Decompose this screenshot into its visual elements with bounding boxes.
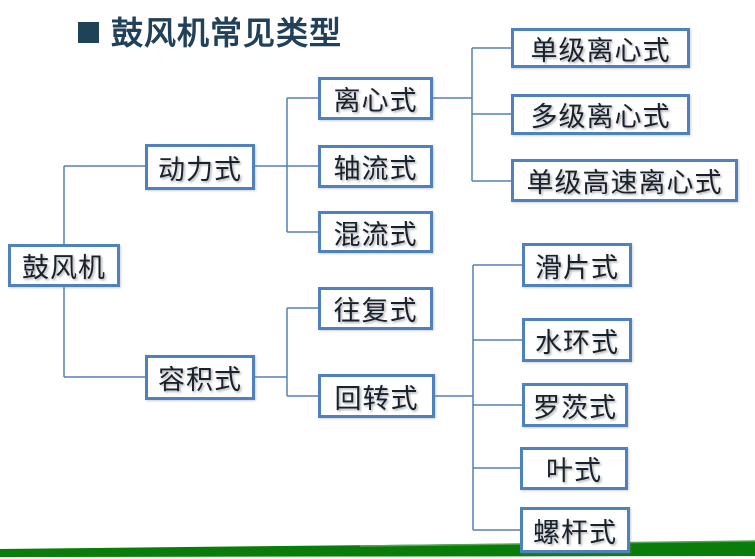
node-vane: 叶式 (520, 447, 628, 490)
node-mixed-flow: 混流式 (318, 211, 433, 253)
node-screw: 螺杆式 (520, 507, 630, 553)
node-water-ring: 水环式 (522, 318, 632, 362)
node-multi-stage-centrifugal: 多级离心式 (511, 94, 690, 135)
node-sliding-vane: 滑片式 (522, 243, 632, 287)
node-single-stage-high-speed-centrifugal: 单级高速离心式 (511, 159, 738, 202)
node-axial-flow: 轴流式 (318, 145, 433, 188)
node-roots: 罗茨式 (522, 383, 628, 427)
node-rotary: 回转式 (318, 374, 435, 418)
node-dynamic: 动力式 (145, 144, 255, 190)
slide-title: 鼓风机常见类型 (78, 8, 342, 54)
node-centrifugal: 离心式 (318, 77, 433, 120)
node-blower: 鼓风机 (8, 244, 120, 287)
node-positive-displacement: 容积式 (145, 355, 255, 400)
title-text: 鼓风机常见类型 (111, 14, 343, 52)
bullet-square-icon (78, 21, 99, 43)
node-single-stage-centrifugal: 单级离心式 (511, 28, 690, 68)
footer-bar (0, 540, 755, 557)
node-reciprocating: 往复式 (318, 287, 433, 330)
